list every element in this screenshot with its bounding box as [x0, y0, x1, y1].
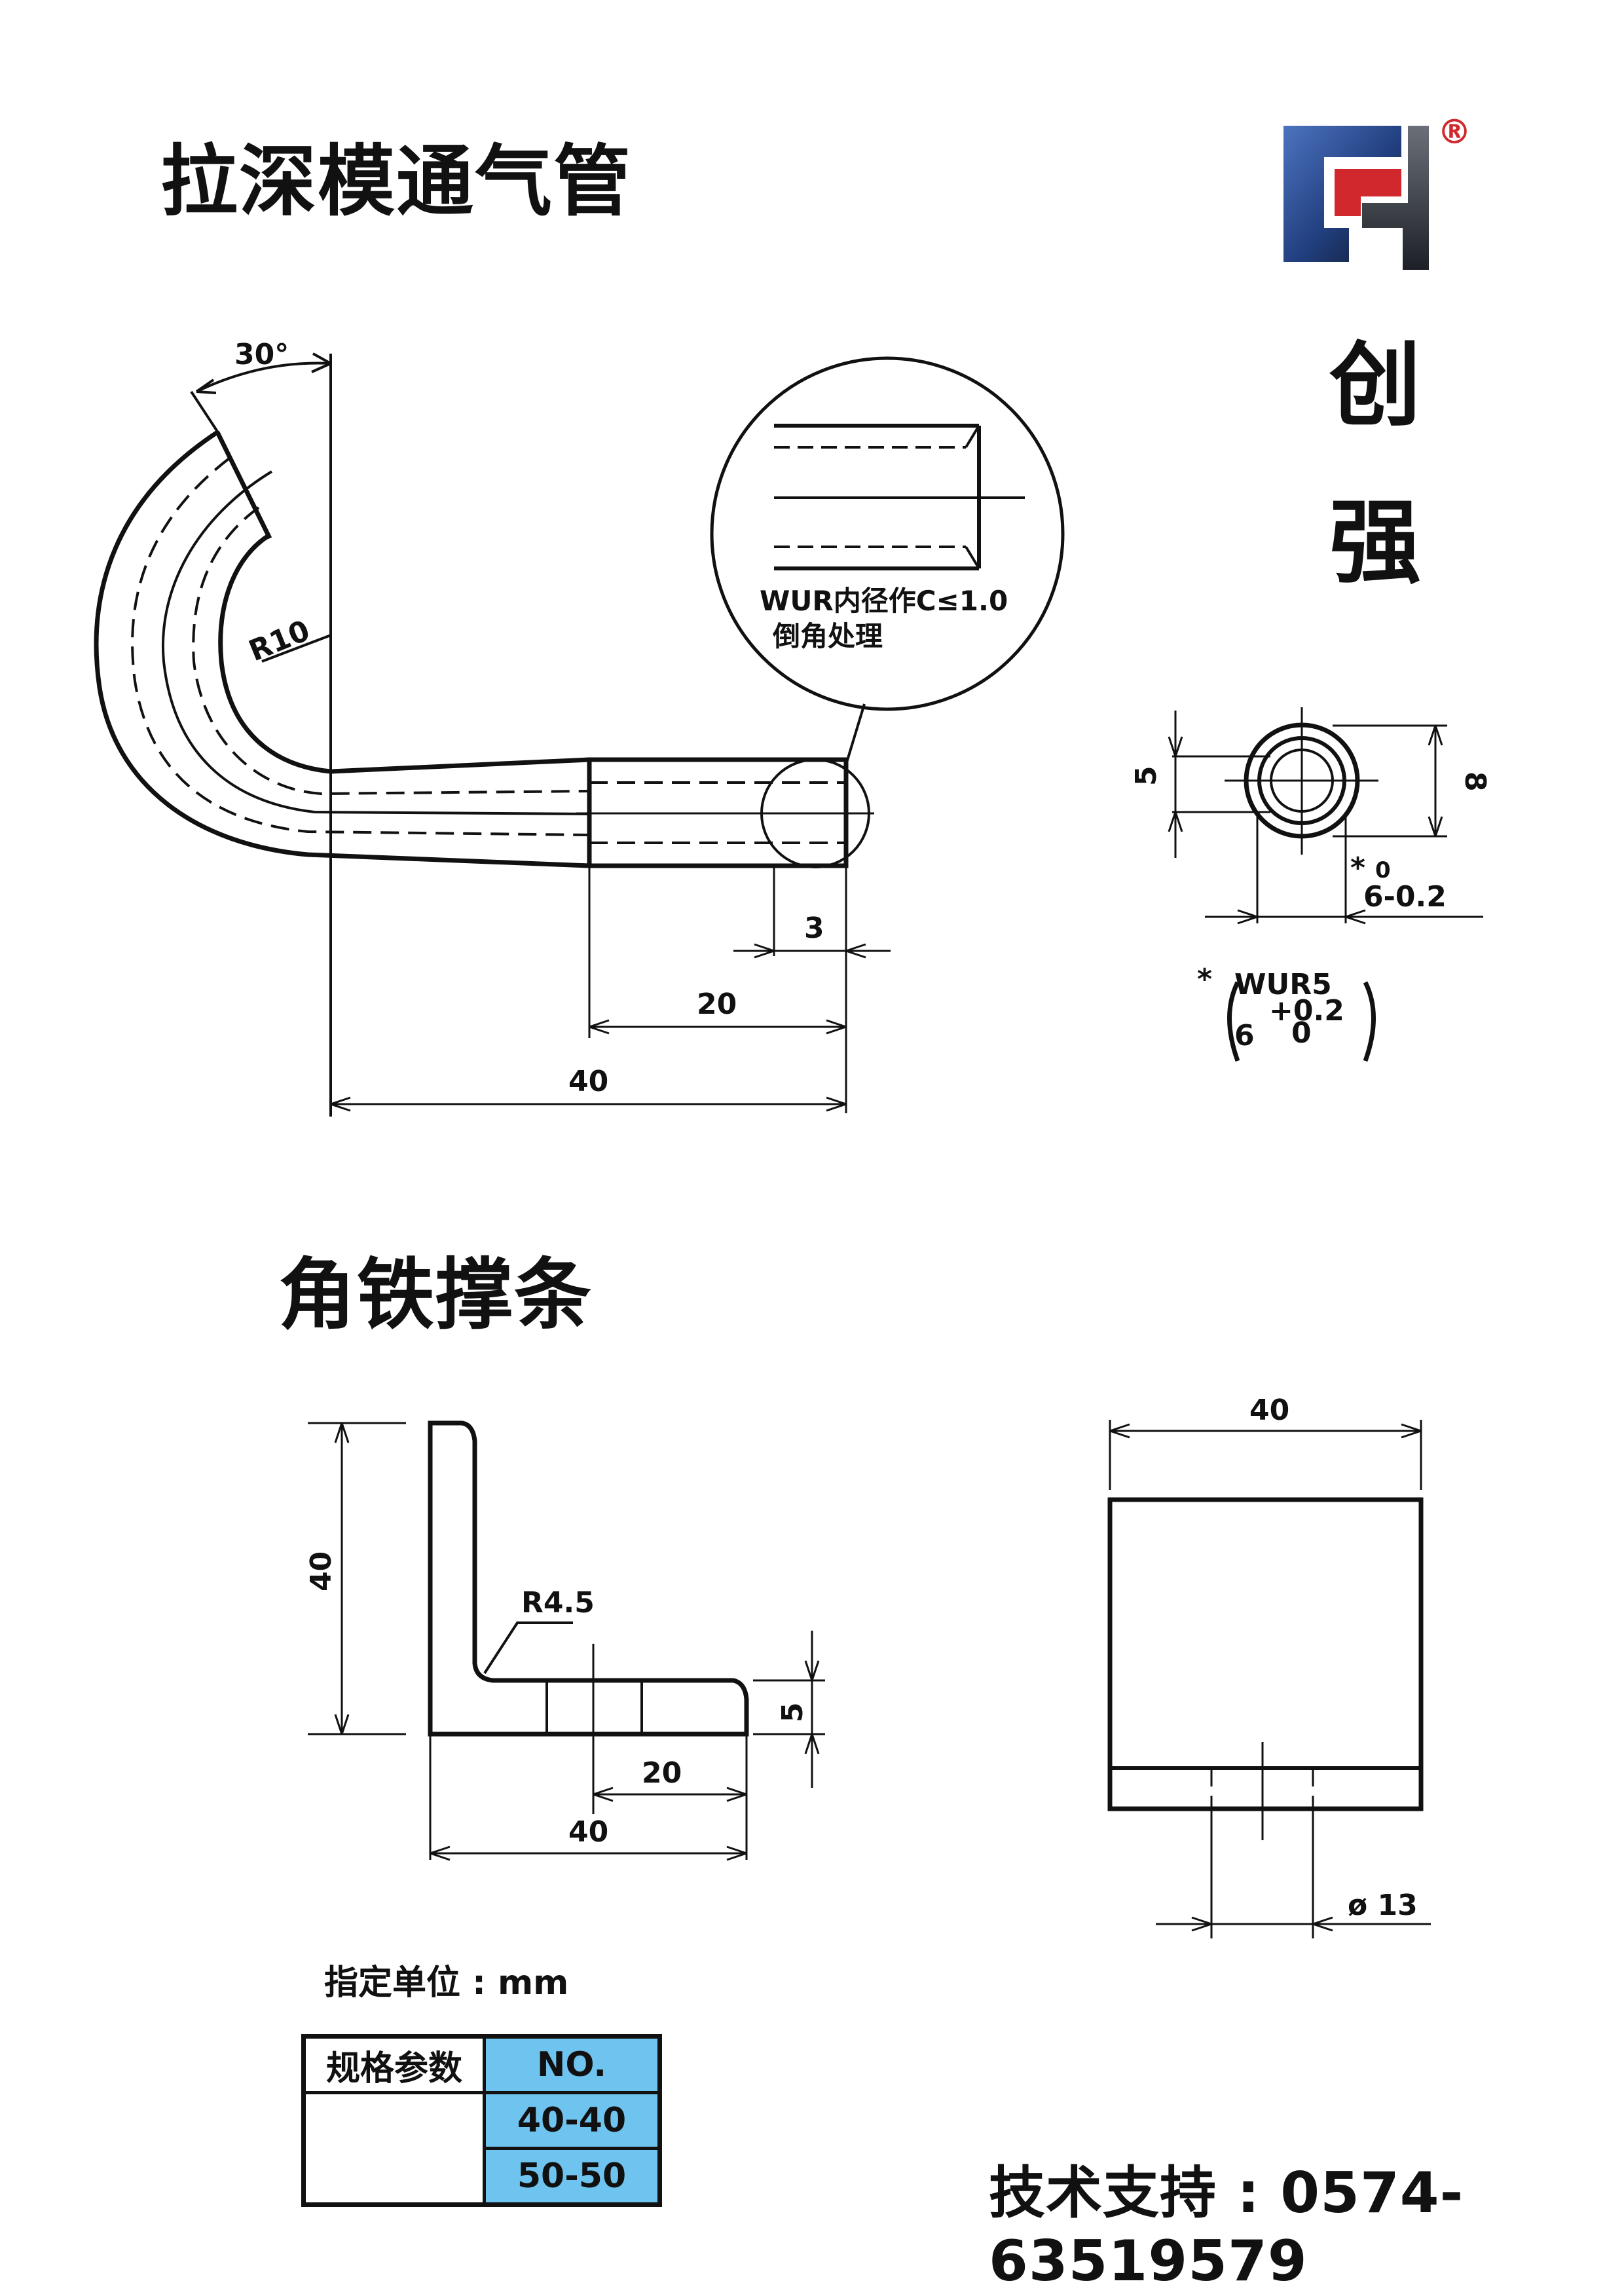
alt-zero: 0 — [1291, 1016, 1312, 1050]
angle-arc — [196, 361, 331, 393]
pipe-inner-wall — [218, 534, 590, 774]
spec-table: 规格参数 NO. 40-40 50-50 — [301, 2034, 662, 2207]
spec-header-label: 规格参数 — [302, 2035, 486, 2094]
alt-plus: +0.2 — [1269, 994, 1344, 1028]
dim-20-brace: 20 — [642, 1756, 682, 1790]
brand-char-2: 强 — [1329, 490, 1422, 597]
pipe-centerline — [162, 470, 590, 815]
section-title-angle-brace: 角铁撑条 — [278, 1250, 593, 1340]
brand-logo: ® — [1277, 113, 1473, 275]
tol-star: * — [1350, 851, 1365, 885]
spec-row-1: 40-40 — [483, 2091, 661, 2150]
alt-6: 6 — [1234, 1019, 1255, 1052]
spec-row-2: 50-50 — [483, 2147, 661, 2206]
dim-5: 5 — [1130, 766, 1163, 786]
tol-upper-zero: 0 — [1375, 857, 1391, 883]
angle-brace-front-view — [1107, 1497, 1424, 1811]
dim-3: 3 — [804, 912, 824, 945]
radius-r45: R4.5 — [521, 1586, 595, 1620]
cq-logo-icon — [1283, 126, 1429, 270]
detail-note-line1: WUR内径作C≤1.0 — [760, 585, 1008, 617]
radius-label: R10 — [244, 614, 314, 668]
dim-5-right: 5 — [776, 1702, 809, 1722]
dim-40-bottom: 40 — [568, 1815, 608, 1849]
dim-dia-13: ø 13 — [1348, 1889, 1418, 1922]
dim-40: 40 — [568, 1065, 608, 1098]
dim-left-40: 40 — [304, 1551, 338, 1591]
angle-brace-profile — [428, 1420, 749, 1737]
registered-mark: ® — [1437, 113, 1471, 152]
brand-char-1: 创 — [1329, 333, 1422, 439]
tech-support-contact: 技术支持 : 0574-63519579 — [989, 2160, 1464, 2294]
dim-8: 8 — [1458, 771, 1492, 792]
alt-star: * — [1197, 963, 1212, 996]
angle-label: 30° — [234, 338, 289, 371]
detail-note-line2: 倒角处理 — [772, 620, 883, 652]
spec-blank-cell — [302, 2091, 486, 2206]
spec-no-label: NO. — [483, 2035, 661, 2094]
dim-40-top: 40 — [1249, 1394, 1289, 1427]
units-label: 指定单位 : mm — [324, 1963, 569, 2003]
section-title-vent-pipe: 拉深模通气管 — [160, 136, 633, 227]
detail-magnified-circle — [710, 356, 1065, 711]
dim-20: 20 — [697, 988, 737, 1021]
alt-wur: WUR5 — [1234, 968, 1332, 1001]
pipe-outer-wall — [94, 430, 590, 868]
detail-marker-circle — [760, 758, 870, 868]
tol-6: 6-0.2 — [1363, 880, 1447, 914]
